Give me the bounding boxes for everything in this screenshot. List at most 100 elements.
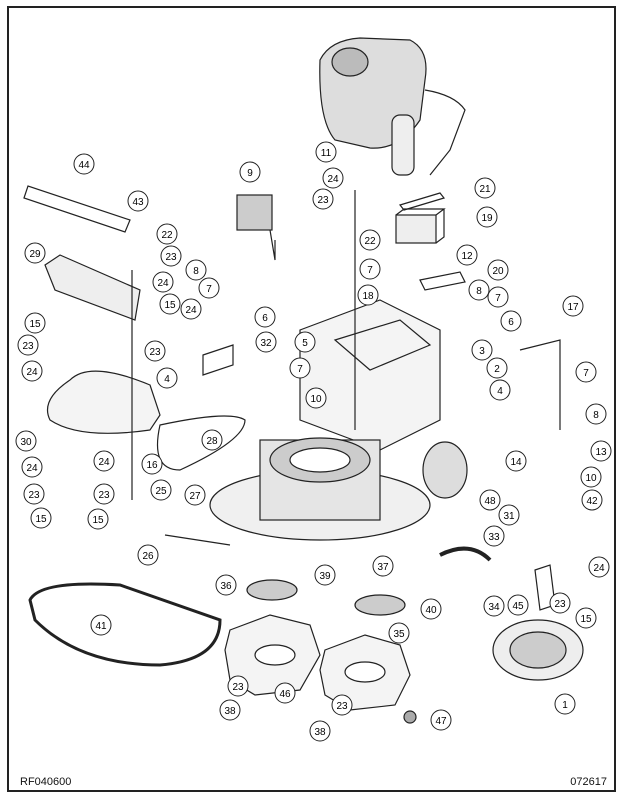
- callout-26: 26: [137, 544, 159, 566]
- callout-number: 2: [494, 364, 500, 375]
- callout-number: 7: [206, 284, 212, 295]
- callout-circle: [198, 277, 220, 299]
- callout-number: 11: [321, 148, 332, 159]
- callout-23: 23: [144, 340, 166, 362]
- callout-17: 17: [562, 295, 584, 317]
- callout-10: 10: [305, 387, 327, 409]
- callout-number: 15: [164, 300, 176, 311]
- callout-23: 23: [23, 483, 45, 505]
- callout-circle: [90, 614, 112, 636]
- callout-number: 33: [488, 532, 500, 543]
- callout-43: 43: [127, 190, 149, 212]
- callout-30: 30: [15, 430, 37, 452]
- callout-27: 27: [184, 484, 206, 506]
- callout-circle: [150, 479, 172, 501]
- callout-6: 6: [254, 306, 276, 328]
- belt-28: [156, 415, 246, 471]
- callout-34: 34: [483, 595, 505, 617]
- callout-circle: [489, 379, 511, 401]
- callout-47: 47: [430, 709, 452, 731]
- callout-23: 23: [17, 334, 39, 356]
- callout-number: 22: [364, 236, 376, 247]
- callout-circle: [156, 367, 178, 389]
- callout-16: 16: [141, 453, 163, 475]
- callout-number: 9: [247, 168, 253, 179]
- callout-circle: [201, 429, 223, 451]
- bracket-29: [44, 254, 141, 321]
- callout-number: 27: [189, 491, 201, 502]
- callout-circle: [585, 403, 607, 425]
- bar-25: [164, 534, 231, 546]
- plate-32: [202, 344, 234, 376]
- callout-circle: [309, 720, 331, 742]
- callout-3: 3: [471, 339, 493, 361]
- callout-number: 46: [279, 689, 291, 700]
- callout-5: 5: [294, 331, 316, 353]
- callout-37: 37: [372, 555, 394, 577]
- callout-23: 23: [549, 592, 571, 614]
- callout-circle: [486, 357, 508, 379]
- handle-17: [519, 339, 561, 430]
- callout-number: 14: [510, 457, 522, 468]
- callout-number: 40: [425, 605, 437, 616]
- callout-number: 39: [319, 571, 331, 582]
- callout-number: 13: [595, 447, 607, 458]
- pad-1-center: [509, 631, 567, 669]
- callout-number: 43: [132, 197, 144, 208]
- callout-number: 10: [585, 473, 597, 484]
- callout-circle: [137, 544, 159, 566]
- callout-circle: [73, 153, 95, 175]
- callout-circle: [127, 190, 149, 212]
- callout-circle: [420, 598, 442, 620]
- callout-7: 7: [289, 357, 311, 379]
- callout-39: 39: [314, 564, 336, 586]
- callout-circle: [479, 489, 501, 511]
- callout-number: 7: [367, 265, 373, 276]
- callout-24: 24: [322, 167, 344, 189]
- callout-circle: [487, 286, 509, 308]
- callout-circle: [93, 483, 115, 505]
- callout-7: 7: [198, 277, 220, 299]
- callout-number: 18: [362, 291, 374, 302]
- callout-circle: [219, 699, 241, 721]
- callout-23: 23: [227, 675, 249, 697]
- callout-number: 34: [488, 602, 500, 613]
- callout-circle: [185, 259, 207, 281]
- bracket-21: [398, 192, 446, 211]
- callout-number: 7: [495, 293, 501, 304]
- callout-number: 6: [262, 313, 268, 324]
- callout-number: 24: [26, 463, 38, 474]
- engine: [319, 37, 466, 176]
- callout-38: 38: [219, 699, 241, 721]
- callout-number: 28: [206, 436, 218, 447]
- callout-number: 8: [593, 410, 599, 421]
- callout-23: 23: [160, 245, 182, 267]
- belt-41: [28, 582, 222, 667]
- callout-circle: [160, 245, 182, 267]
- callout-number: 37: [377, 562, 389, 573]
- callout-circle: [24, 242, 46, 264]
- callout-number: 32: [260, 338, 272, 349]
- callout-circle: [87, 508, 109, 530]
- callout-number: 24: [327, 174, 339, 185]
- callout-number: 15: [92, 515, 104, 526]
- callout-circle: [476, 206, 498, 228]
- callout-number: 6: [508, 317, 514, 328]
- callout-23: 23: [312, 188, 334, 210]
- callout-circle: [357, 284, 379, 306]
- hub-40: [354, 594, 406, 616]
- callout-circle: [239, 161, 261, 183]
- callout-24: 24: [152, 271, 174, 293]
- callout-25: 25: [150, 479, 172, 501]
- callout-circle: [30, 507, 52, 529]
- callout-23: 23: [331, 694, 353, 716]
- callout-21: 21: [474, 177, 496, 199]
- callout-circle: [159, 293, 181, 315]
- callout-circle: [315, 141, 337, 163]
- callout-4: 4: [156, 367, 178, 389]
- callout-number: 7: [583, 368, 589, 379]
- callout-number: 44: [78, 160, 90, 171]
- callout-circle: [215, 574, 237, 596]
- callout-28: 28: [201, 429, 223, 451]
